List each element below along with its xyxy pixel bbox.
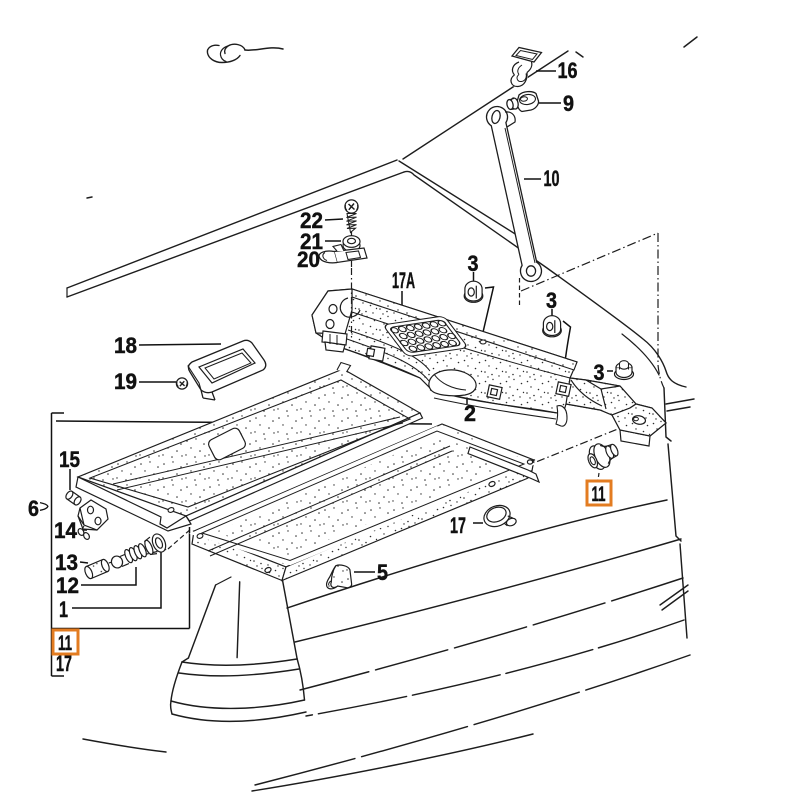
svg-text:5: 5 xyxy=(377,560,388,585)
svg-text:10: 10 xyxy=(544,166,560,191)
svg-text:21: 21 xyxy=(300,229,323,254)
svg-text:18: 18 xyxy=(114,333,137,358)
svg-text:1: 1 xyxy=(59,597,68,622)
svg-text:3: 3 xyxy=(546,288,557,313)
svg-text:17A: 17A xyxy=(392,268,415,293)
svg-text:2: 2 xyxy=(464,401,476,426)
svg-text:14: 14 xyxy=(54,518,78,543)
svg-text:19: 19 xyxy=(114,369,137,394)
svg-text:6: 6 xyxy=(28,496,39,521)
svg-text:16: 16 xyxy=(558,58,578,83)
svg-text:11: 11 xyxy=(58,632,72,655)
svg-text:20: 20 xyxy=(297,247,320,272)
svg-text:3: 3 xyxy=(594,360,605,385)
svg-text:11: 11 xyxy=(592,483,606,506)
svg-text:12: 12 xyxy=(56,573,79,598)
svg-text:17: 17 xyxy=(56,651,72,676)
svg-text:3: 3 xyxy=(468,251,479,276)
svg-text:9: 9 xyxy=(563,91,574,116)
svg-text:17: 17 xyxy=(450,513,466,538)
svg-text:13: 13 xyxy=(55,550,78,575)
svg-text:22: 22 xyxy=(300,208,323,233)
svg-text:15: 15 xyxy=(59,447,80,472)
